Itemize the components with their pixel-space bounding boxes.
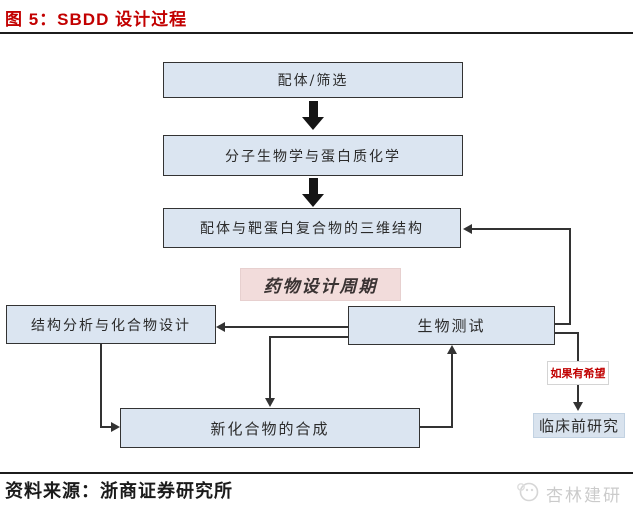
down-arrowhead-icon [573,402,583,411]
connector-line [225,326,348,328]
flow-node-bio-test: 生物测试 [348,306,555,345]
thick-down-arrow-icon [309,178,318,195]
flow-node-molecular-biology: 分子生物学与蛋白质化学 [163,135,463,176]
connector-line [100,426,112,428]
flow-node-complex-structure: 配体与靶蛋白复合物的三维结构 [163,208,461,248]
design-cycle-label: 药物设计周期 [240,268,401,301]
connector-line [451,353,453,428]
thick-down-arrow-icon [309,101,318,118]
flow-node-preclinical: 临床前研究 [533,413,625,438]
thick-down-arrowhead-icon [302,194,324,207]
connector-line [269,336,271,399]
connector-line [269,336,348,338]
title-divider [0,32,633,34]
connector-line [100,344,102,428]
flow-node-synthesis: 新化合物的合成 [120,408,420,448]
connector-line [472,228,571,230]
thick-down-arrowhead-icon [302,117,324,130]
watermark-logo-icon [517,482,539,502]
flow-node-ligand-screening: 配体/筛选 [163,62,463,98]
footer-divider [0,472,633,474]
figure-title: 图 5：SBDD 设计过程 [5,10,188,29]
source-text: 资料来源：浙商证券研究所 [5,481,233,502]
flow-node-structure-analysis: 结构分析与化合物设计 [6,305,216,344]
left-arrowhead-icon [216,322,225,332]
if-promising-label: 如果有希望 [547,361,609,385]
connector-line [555,323,571,325]
connector-line [569,229,571,325]
left-arrowhead-icon [463,224,472,234]
watermark-text: 杏林建研 [546,486,622,506]
up-arrowhead-icon [447,345,457,354]
right-arrowhead-icon [111,422,120,432]
connector-line [555,332,579,334]
connector-line [420,426,453,428]
down-arrowhead-icon [265,398,275,407]
